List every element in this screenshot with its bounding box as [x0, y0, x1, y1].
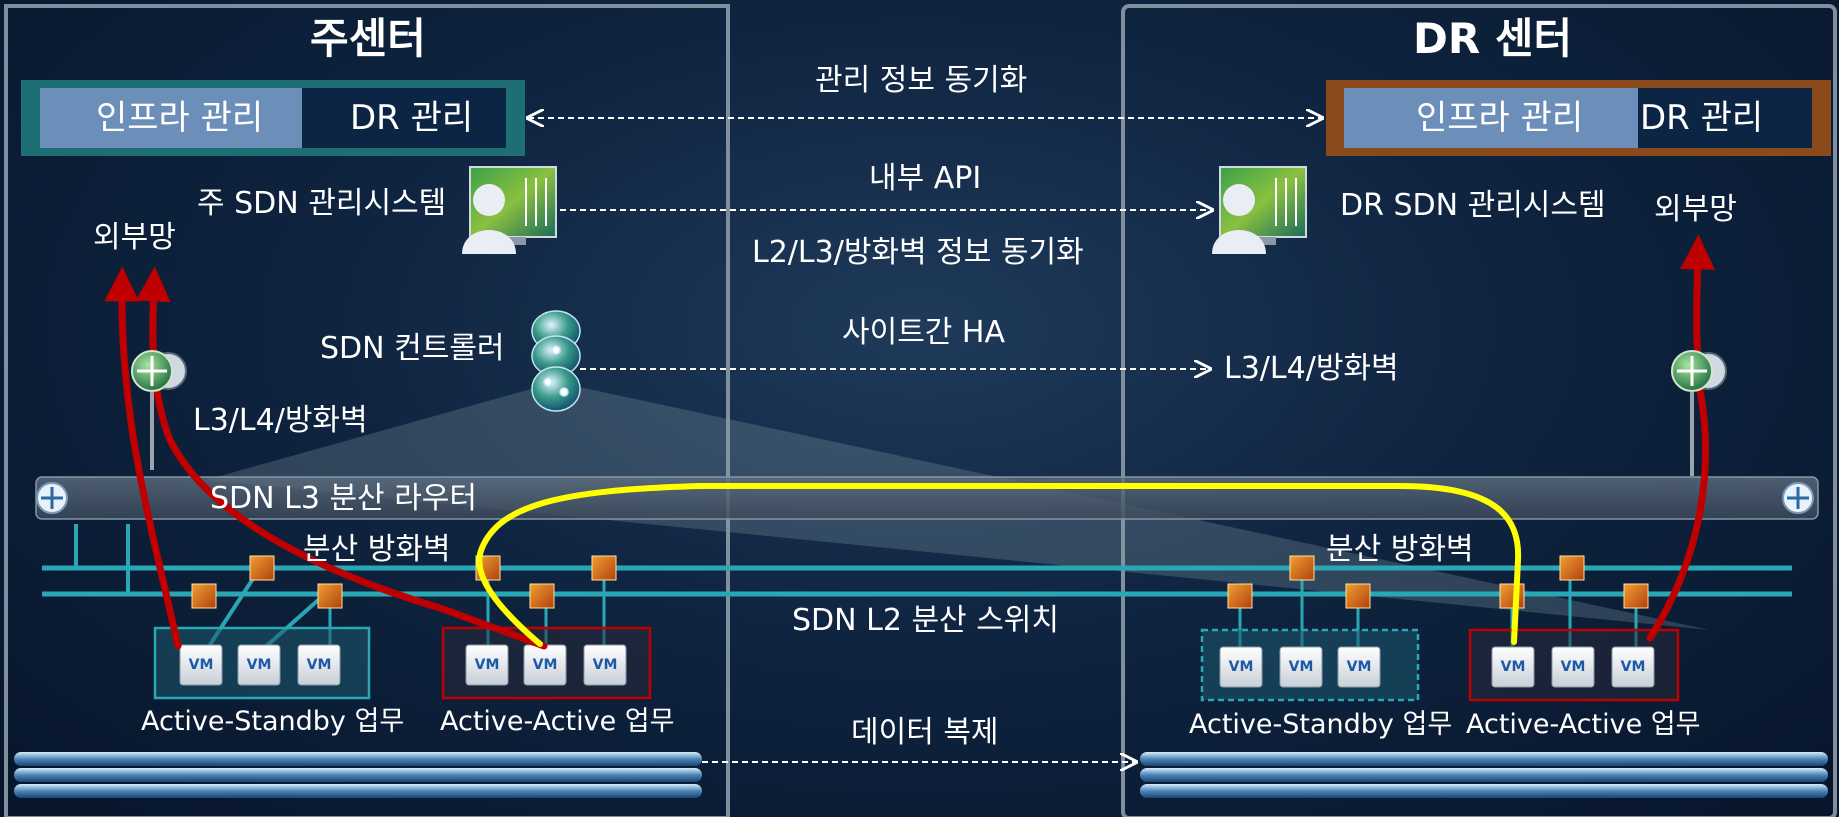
primary-external-label: 외부망	[93, 220, 176, 255]
primary-dr-label: DR 관리	[350, 98, 474, 138]
dr-l3l4-label: L3/L4/방화벽	[1224, 351, 1399, 386]
vm-label: VM	[188, 657, 214, 673]
dr-dr-label: DR 관리	[1640, 98, 1764, 138]
primary-active-label: Active-Active 업무	[440, 706, 675, 737]
l2l3-sync-label: L2/L3/방화벽 정보 동기화	[752, 235, 1084, 270]
vm-icons	[179, 644, 1655, 688]
primary-firewall-label: 분산 방화벽	[303, 532, 451, 567]
vm-label: VM	[306, 657, 332, 673]
vm-label: VM	[592, 657, 618, 673]
primary-center-title: 주센터	[310, 14, 426, 63]
active-active-ha-loop	[476, 483, 1522, 647]
dr-standby-label: Active-Standby 업무	[1189, 709, 1453, 740]
primary-mgmt-box	[21, 80, 525, 156]
primary-sdn-mgmt-icon	[462, 166, 557, 254]
firewall-icons	[191, 555, 1649, 609]
dr-infra-label: 인프라 관리	[1416, 98, 1584, 138]
primary-center-frame	[4, 4, 730, 817]
vm-label: VM	[532, 657, 558, 673]
internal-api-label: 내부 API	[869, 161, 982, 196]
vm-label: VM	[246, 657, 272, 673]
dr-sdn-mgmt-icon	[1212, 166, 1307, 254]
dr-mgmt-box	[1326, 80, 1831, 156]
primary-storage	[14, 752, 702, 798]
l3-router-label: SDN L3 분산 라우터	[210, 481, 477, 516]
dr-firewall-label: 분산 방화벽	[1326, 532, 1474, 567]
mgmt-sync-label: 관리 정보 동기화	[815, 63, 1028, 98]
data-replication-label: 데이터 복제	[851, 715, 999, 750]
primary-router-icon	[131, 350, 187, 392]
site-ha-label: 사이트간 HA	[842, 315, 1006, 350]
dr-center-title: DR 센터	[1413, 14, 1573, 63]
sdn-controller-icon	[531, 310, 581, 412]
l2-switch-label: SDN L2 분산 스위치	[792, 603, 1059, 638]
vm-label: VM	[1288, 659, 1314, 675]
primary-l3l4-label: L3/L4/방화벽	[193, 403, 368, 438]
dr-active-label: Active-Active 업무	[1466, 709, 1701, 740]
primary-standby-label: Active-Standby 업무	[141, 706, 405, 737]
vm-label: VM	[1346, 659, 1372, 675]
external-traffic-flows	[104, 234, 1716, 650]
dr-router-icon	[1671, 350, 1727, 392]
primary-infra-label: 인프라 관리	[96, 98, 264, 138]
vm-label: VM	[474, 657, 500, 673]
dr-external-label: 외부망	[1654, 192, 1737, 227]
vm-label: VM	[1500, 659, 1526, 675]
primary-sdn-mgmt-label: 주 SDN 관리시스템	[197, 186, 447, 221]
dr-sdn-mgmt-label: DR SDN 관리시스템	[1340, 188, 1606, 223]
sdn-controller-label: SDN 컨트롤러	[320, 331, 505, 366]
vm-label: VM	[1228, 659, 1254, 675]
vm-label: VM	[1620, 659, 1646, 675]
vm-label: VM	[1560, 659, 1586, 675]
dr-storage	[1140, 752, 1828, 798]
dr-center-frame	[1121, 4, 1837, 817]
